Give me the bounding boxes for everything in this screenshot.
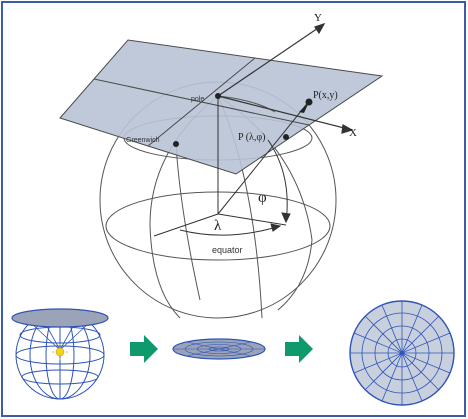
projection-disc <box>11 308 109 328</box>
greenwich-meridian <box>175 143 201 301</box>
axis-x-line <box>217 95 353 131</box>
axis-y-arrowhead <box>314 22 326 35</box>
longitude-label: λ <box>214 218 222 234</box>
points <box>173 93 313 147</box>
latitude-label: φ <box>258 190 267 206</box>
globe-with-plane <box>11 308 109 400</box>
greenwich-label: Greenwich <box>126 137 160 144</box>
angle-arcs <box>179 139 291 236</box>
plane-point-label: P(x,y) <box>313 90 338 101</box>
latitude-arrowhead <box>281 212 291 224</box>
axis-y-line <box>217 23 325 97</box>
plane-surface <box>59 39 384 175</box>
latitude-arc <box>267 139 288 223</box>
pole-label: pole <box>191 96 204 103</box>
sphere-point <box>283 134 289 140</box>
projection-ray <box>217 99 311 215</box>
axes <box>153 22 354 237</box>
point-radius <box>217 213 287 226</box>
sphere-point-label: P (λ,φ) <box>238 132 265 143</box>
azimuthal-map <box>349 300 455 406</box>
arrow-right-icon <box>285 335 313 363</box>
equator-label: equator <box>212 245 243 255</box>
greenwich-point <box>173 141 179 147</box>
longitude-arc <box>179 225 281 236</box>
arrow-right-icon <box>130 335 158 363</box>
greenwich-radius <box>153 213 219 237</box>
flat-disc <box>172 338 266 360</box>
axis-x-arrowhead <box>341 124 354 134</box>
pole-point <box>215 93 221 99</box>
axis-x-label: X <box>349 127 357 139</box>
plane-point-arrow <box>299 102 309 113</box>
longitude-arrowhead <box>270 223 282 232</box>
axis-y-label: Y <box>314 12 322 24</box>
tangent-plane <box>59 39 384 175</box>
plane-midline-y <box>147 57 256 147</box>
light-source-icon <box>52 344 68 360</box>
map-center <box>400 351 404 355</box>
